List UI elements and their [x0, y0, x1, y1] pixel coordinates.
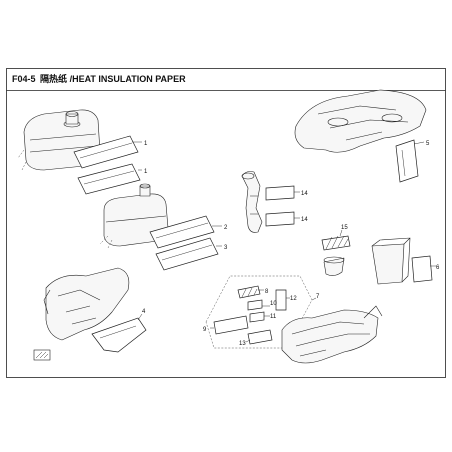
storage-box [371, 237, 411, 285]
heat-insulation-paper-1b [77, 163, 141, 195]
heat-insulation-paper-1a [73, 135, 139, 169]
callout-11: 11 [270, 314, 277, 320]
callout-3: 3 [224, 245, 228, 251]
heat-insulation-paper-14b [265, 211, 295, 227]
callout-14b: 14 [301, 217, 308, 223]
heat-insulation-paper-14a [265, 185, 295, 201]
leader-7-13 [210, 289, 317, 343]
heat-insulation-paper-2 [149, 215, 215, 249]
heat-insulation-paper-5 [395, 139, 419, 183]
exhaust-pipe-bracket [241, 171, 263, 233]
leader-15 [339, 229, 343, 237]
figure-title-cn: 隔热纸 [40, 73, 67, 84]
callout-5: 5 [426, 141, 430, 147]
callout-12: 12 [290, 296, 297, 302]
callout-1b: 1 [144, 169, 148, 175]
leader-5 [413, 141, 425, 145]
heat-insulation-paper-4 [91, 317, 147, 353]
air-duct-cone [323, 256, 345, 276]
callout-13: 13 [239, 341, 246, 347]
callout-9: 9 [203, 327, 207, 333]
heat-insulation-paper-12 [275, 289, 287, 311]
callout-8: 8 [265, 289, 269, 295]
rear-fender-body [294, 89, 427, 153]
callout-15: 15 [341, 225, 348, 231]
front-fender-body [43, 267, 130, 341]
figure-title-en: /HEAT INSULATION PAPER [70, 74, 187, 84]
callout-4: 4 [142, 309, 146, 315]
leader-1 [132, 141, 142, 171]
callout-2: 2 [224, 225, 228, 231]
front-direction-tag [33, 349, 51, 361]
seat-frame-body [281, 305, 383, 364]
figure-title: F04-5 隔热纸 /HEAT INSULATION PAPER [12, 73, 186, 84]
heat-insulation-paper-13 [247, 329, 273, 345]
heat-insulation-paper-3 [155, 237, 219, 271]
callout-1a: 1 [144, 141, 148, 147]
leader-4 [137, 313, 143, 321]
heat-insulation-paper-10 [247, 299, 263, 311]
heat-insulation-paper-15 [321, 235, 351, 251]
heat-insulation-paper-9 [213, 315, 249, 335]
figure-code: F04-5 [12, 74, 36, 84]
heat-insulation-paper-6 [411, 255, 433, 283]
callout-6: 6 [436, 265, 440, 271]
heat-insulation-paper-11 [249, 311, 265, 323]
leader-14 [294, 191, 300, 219]
callout-7: 7 [316, 294, 320, 300]
leader-2-3 [212, 225, 222, 247]
diagram-frame [6, 68, 446, 378]
heat-insulation-paper-8 [237, 285, 261, 299]
callout-14a: 14 [301, 191, 308, 197]
callout-10: 10 [270, 301, 277, 307]
